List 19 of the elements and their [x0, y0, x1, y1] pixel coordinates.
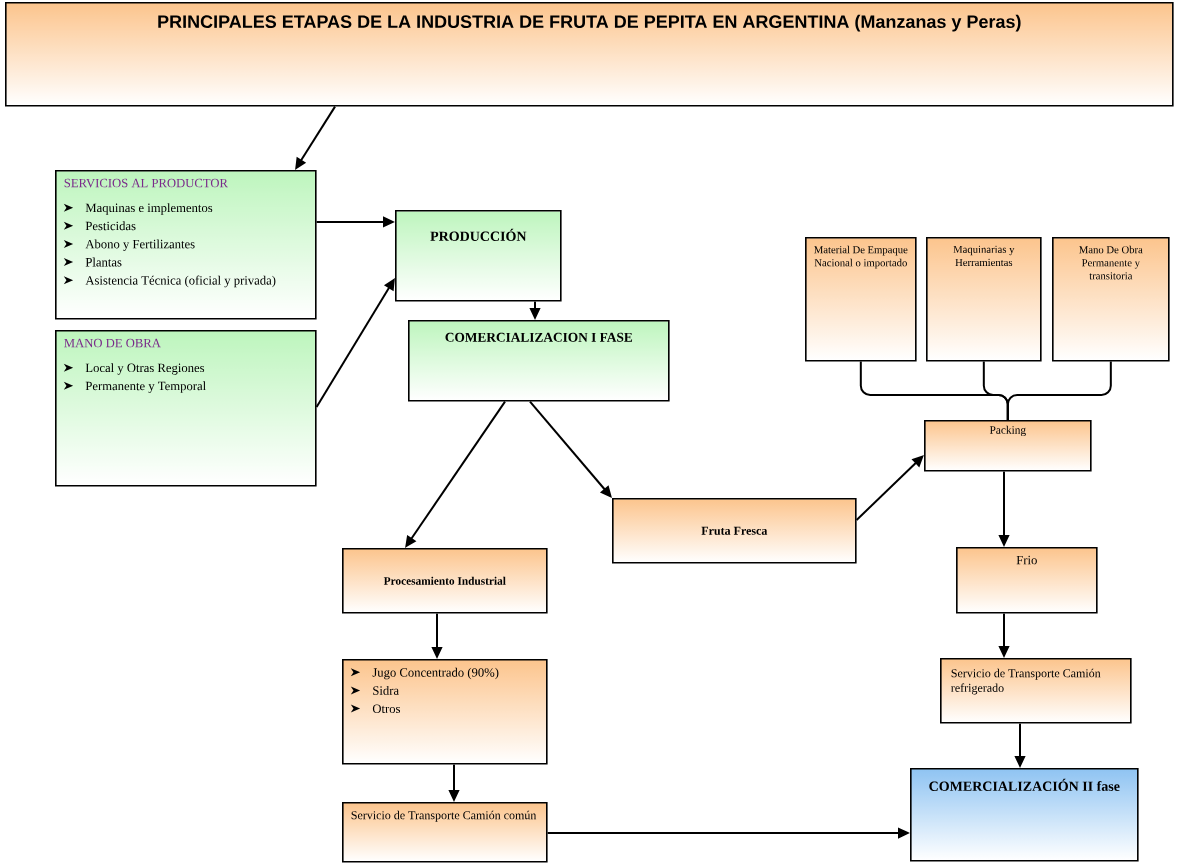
process-box: Servicio de Transporte Camión refrigerado	[940, 658, 1132, 724]
process-box: Material De Empaque Nacional o importado	[805, 237, 917, 362]
process-box: Procesamiento Industrial	[342, 548, 548, 614]
process-box: Packing	[924, 420, 1092, 472]
arrow	[855, 455, 924, 521]
process-box: Servicio de Transporte Camión común	[342, 802, 548, 863]
arrow	[529, 400, 612, 498]
process-box: MANO DE OBRA Local y Otras Regiones Permanente y Temporal	[55, 330, 317, 487]
process-box: Fruta Fresca	[612, 498, 857, 564]
brace-line	[1006, 360, 1112, 421]
process-box: COMERCIALIZACIÓN II fase	[910, 768, 1139, 862]
process-box: Jugo Concentrado (90%) Sidra Otros	[342, 659, 548, 765]
process-box: Mano De Obra Permanente y transitoria	[1052, 237, 1170, 362]
process-box: Frio	[956, 547, 1098, 614]
process-box: SERVICIOS AL PRODUCTOR Maquinas e implementos Pesticidas Abono y Fertilizantes Plantas Asistencia Técnica (oficial y privada)	[55, 170, 317, 320]
process-box: Maquinarias y Herramientas	[926, 237, 1042, 362]
process-box: PRODUCCIÓN	[395, 210, 562, 302]
title-box: PRINCIPALES ETAPAS DE LA INDUSTRIA DE FRUTA DE PEPITA EN ARGENTINA (Manzanas y Peras)	[5, 2, 1174, 107]
process-box: COMERCIALIZACION I FASE	[408, 320, 670, 402]
